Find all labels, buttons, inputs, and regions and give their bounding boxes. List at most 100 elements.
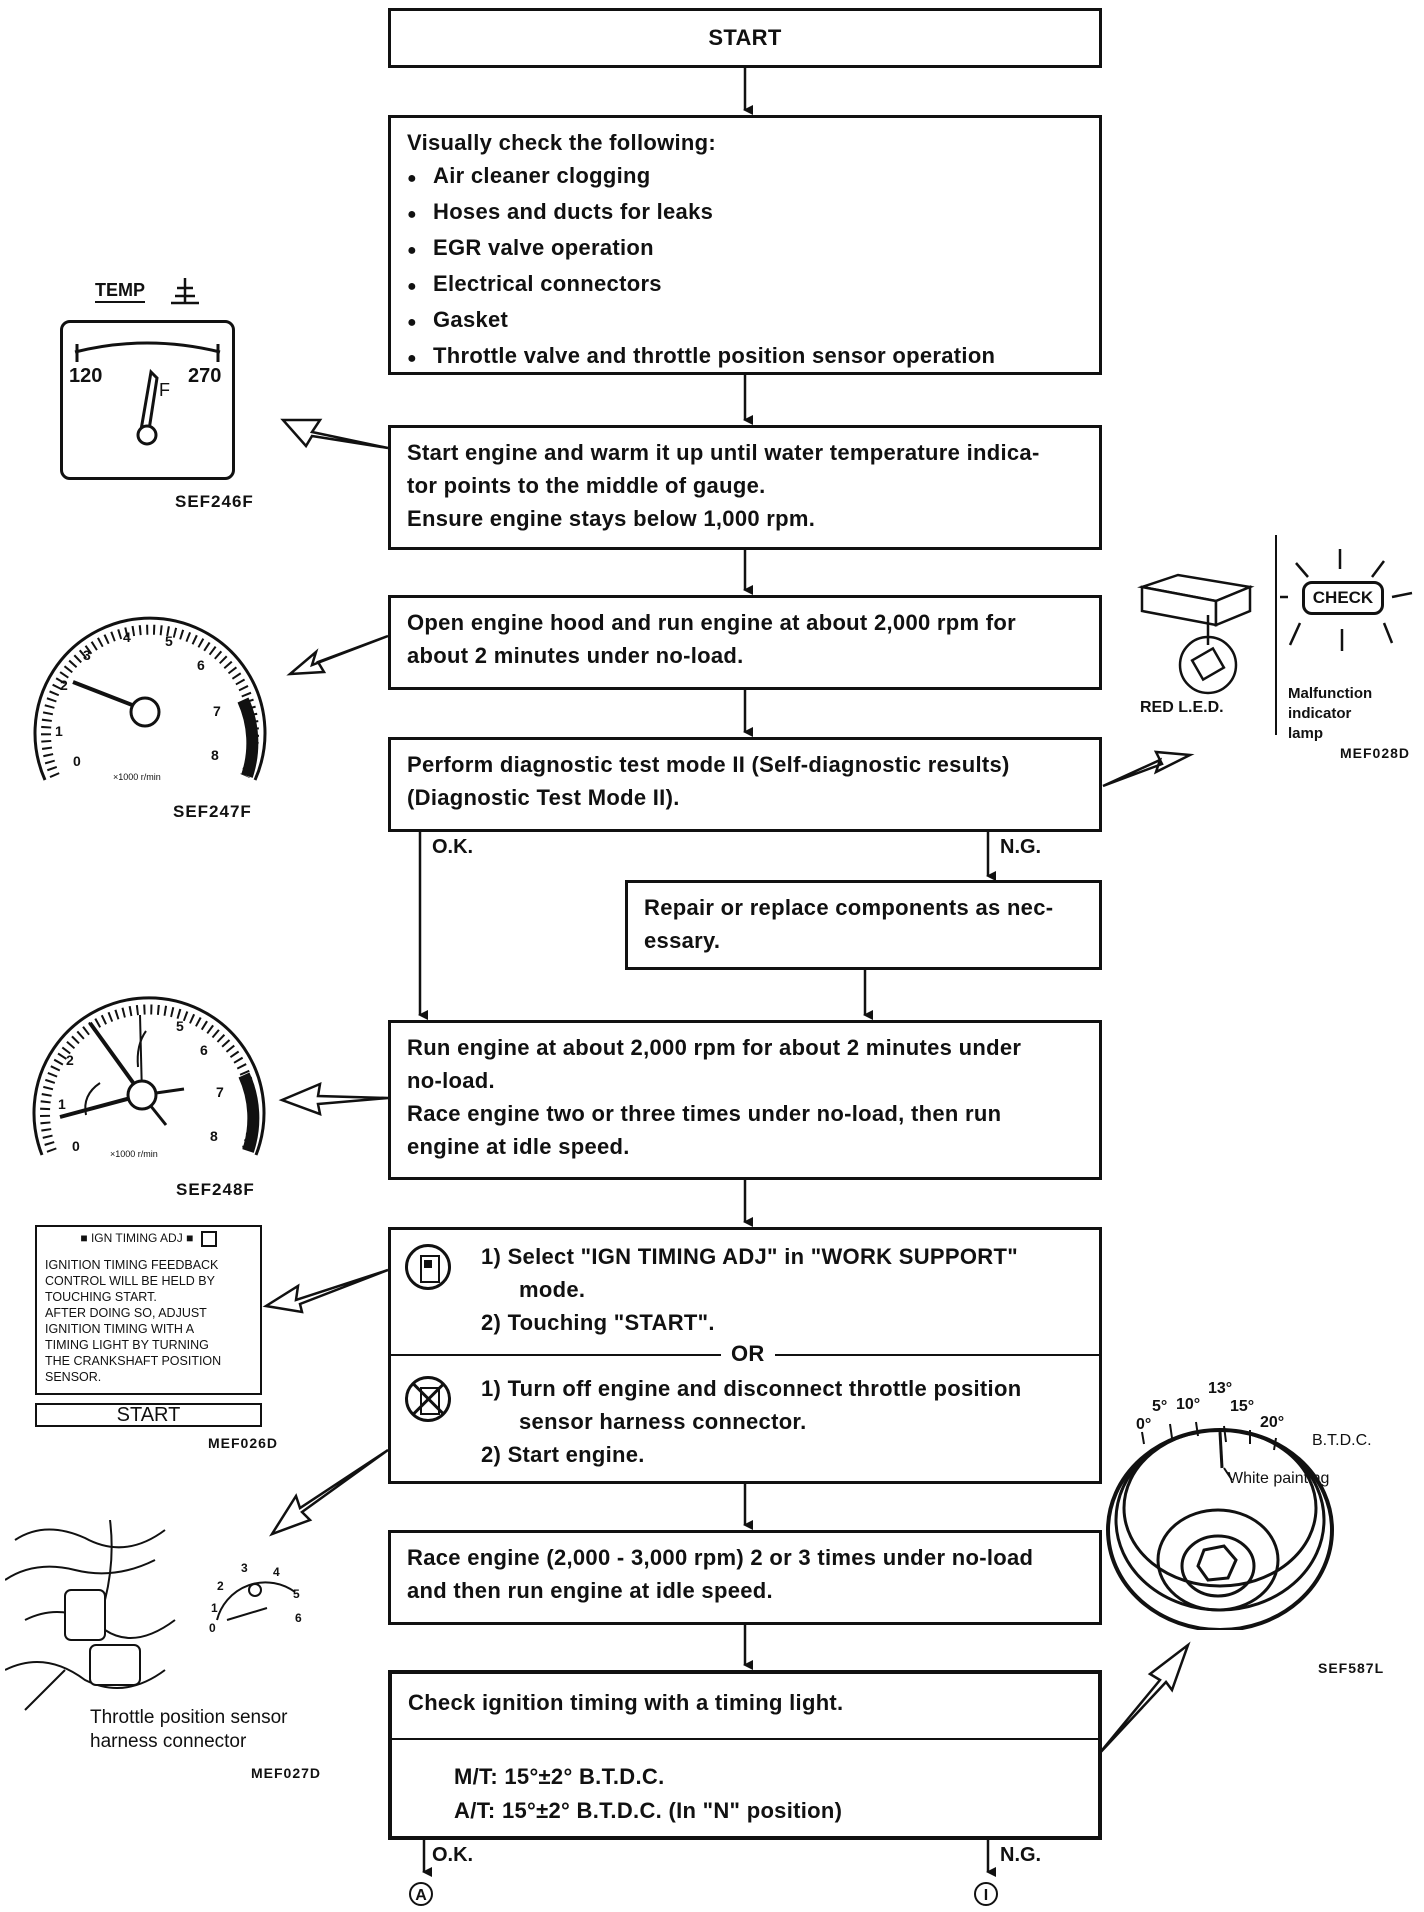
or-label: OR: [721, 1337, 775, 1370]
svg-text:7: 7: [213, 703, 221, 719]
run-line: engine at idle speed.: [407, 1134, 630, 1159]
hood-line: about 2 minutes under no-load.: [407, 643, 744, 668]
visual-check-box: Visually check the following: Air cleane…: [388, 115, 1102, 375]
list-item: Gasket: [407, 303, 1083, 339]
crank-pulley-icon: [1106, 1421, 1334, 1630]
temp-code: SEF246F: [175, 492, 254, 511]
pointer-arrow-mil: [1102, 750, 1195, 788]
race-line: Race engine (2,000 - 3,000 rpm) 2 or 3 t…: [407, 1545, 1034, 1570]
tach2-code: SEF248F: [176, 1180, 255, 1199]
run-line: no-load.: [407, 1068, 495, 1093]
diag-line: (Diagnostic Test Mode II).: [407, 785, 680, 810]
pointer-arrow-tach2: [278, 1081, 389, 1116]
repair-box: Repair or replace components as nec- ess…: [625, 880, 1102, 970]
mil-label-1: Malfunction: [1288, 685, 1373, 702]
screen-title: IGN TIMING ADJ: [90, 1231, 183, 1246]
pulley-code: SEF587L: [1318, 1660, 1385, 1676]
svg-text:1: 1: [55, 723, 63, 739]
tach2-unit: ×1000 r/min: [110, 1149, 158, 1159]
screen-line: IGNITION TIMING WITH A: [45, 1322, 195, 1336]
pulley-paint: White painting: [1228, 1470, 1330, 1487]
svg-text:0: 0: [209, 1621, 216, 1635]
svg-text:1: 1: [58, 1096, 66, 1112]
svg-text:6: 6: [295, 1611, 302, 1625]
ign-step2: 2) Touching "START".: [481, 1310, 715, 1335]
ign-step1-cont: mode.: [519, 1277, 586, 1302]
connector-a: A: [409, 1882, 433, 1906]
diag-line: Perform diagnostic test mode II (Self-di…: [407, 752, 1010, 777]
svg-text:5: 5: [293, 1587, 300, 1601]
branch-ng-label: N.G.: [1000, 836, 1042, 858]
hood-box: Open engine hood and run engine at about…: [388, 595, 1102, 690]
temp-low: 120: [69, 365, 103, 387]
svg-text:0: 0: [73, 753, 81, 769]
svg-text:2: 2: [66, 1052, 74, 1068]
screen-line: IGNITION TIMING FEEDBACK: [45, 1258, 219, 1272]
svg-text:3: 3: [241, 1561, 248, 1575]
run-line: Race engine two or three times under no-…: [407, 1101, 1002, 1126]
temp-gauge-title: TEMP: [95, 280, 146, 303]
svg-text:2: 2: [60, 677, 68, 693]
svg-text:0: 0: [72, 1138, 80, 1154]
connector-i-label: I: [983, 1887, 989, 1904]
red-led-label: RED L.E.D.: [1140, 699, 1224, 716]
screen-line: AFTER DOING SO, ADJUST: [45, 1306, 207, 1320]
screen-line: THE CRANKSHAFT POSITION: [45, 1354, 222, 1368]
pulley-deg0: 0°: [1136, 1416, 1152, 1433]
tach1-unit: ×1000 r/min: [113, 772, 161, 782]
final-ng-label: N.G.: [1000, 1844, 1042, 1866]
pointer-arrow-pulley: [1097, 1641, 1191, 1756]
list-item: Air cleaner clogging: [407, 159, 1083, 195]
tach1-code: SEF247F: [173, 802, 252, 821]
connector-i: I: [974, 1882, 998, 1906]
harness-code: MEF027D: [251, 1765, 322, 1781]
svg-text:5: 5: [165, 633, 173, 649]
hood-line: Open engine hood and run engine at about…: [407, 610, 1017, 635]
final-ok-label: O.K.: [432, 1844, 474, 1866]
list-item: Hoses and ducts for leaks: [407, 195, 1083, 231]
screen-line: TOUCHING START.: [45, 1290, 157, 1304]
visual-check-heading: Visually check the following:: [407, 130, 717, 155]
run-box: Run engine at about 2,000 rpm for about …: [388, 1020, 1102, 1180]
repair-line: Repair or replace components as nec-: [644, 895, 1054, 920]
warm-up-line: Ensure engine stays below 1,000 rpm.: [407, 506, 816, 531]
check-lamp: CHECK: [1302, 581, 1384, 615]
screen-line: SENSOR.: [45, 1370, 102, 1384]
screen-start-label: START: [116, 1404, 181, 1426]
svg-text:5: 5: [176, 1018, 184, 1034]
warm-up-line: Start engine and warm it up until water …: [407, 440, 1040, 465]
warm-up-box: Start engine and warm it up until water …: [388, 425, 1102, 550]
alt-step1: 1) Turn off engine and disconnect thrott…: [481, 1376, 1022, 1401]
svg-text:3: 3: [83, 647, 91, 663]
start-box: START: [388, 8, 1102, 68]
pulley-deg20: 20°: [1260, 1414, 1285, 1431]
race-box: Race engine (2,000 - 3,000 rpm) 2 or 3 t…: [388, 1530, 1102, 1625]
spec-mt: M/T: 15°±2° B.T.D.C.: [454, 1764, 665, 1789]
mil-label-2: indicator: [1288, 705, 1352, 722]
connector-a-label: A: [415, 1887, 427, 1904]
screen-start-button[interactable]: START: [35, 1403, 262, 1427]
alt-step1-cont: sensor harness connector.: [519, 1409, 807, 1434]
list-item: Throttle valve and throttle position sen…: [407, 339, 1083, 375]
screen-line: CONTROL WILL BE HELD BY: [45, 1274, 215, 1288]
svg-text:4: 4: [273, 1565, 280, 1579]
pulley-deg10: 10°: [1176, 1396, 1201, 1413]
mil-figure: CHECK RED L.E.D. Malfunction indicator l…: [1130, 535, 1424, 795]
svg-text:4: 4: [123, 629, 131, 645]
check-line: Check ignition timing with a timing ligh…: [408, 1690, 844, 1715]
check-timing-box: Check ignition timing with a timing ligh…: [388, 1670, 1102, 1840]
ign-box: 1) Select "IGN TIMING ADJ" in "WORK SUPP…: [388, 1227, 1102, 1484]
repair-line: essary.: [644, 928, 721, 953]
svg-text:6: 6: [197, 657, 205, 673]
check-lamp-label: CHECK: [1312, 588, 1374, 607]
screen-checkbox[interactable]: [200, 1231, 217, 1247]
spec-at: A/T: 15°±2° B.T.D.C. (In "N" position): [454, 1798, 843, 1823]
pulley-figure: 13° 5° 10° 15° 0° 20° B.T.D.C. White pai…: [1100, 1370, 1424, 1690]
temp-gauge-figure: TEMP 120 270 F SEF246F: [55, 270, 275, 520]
